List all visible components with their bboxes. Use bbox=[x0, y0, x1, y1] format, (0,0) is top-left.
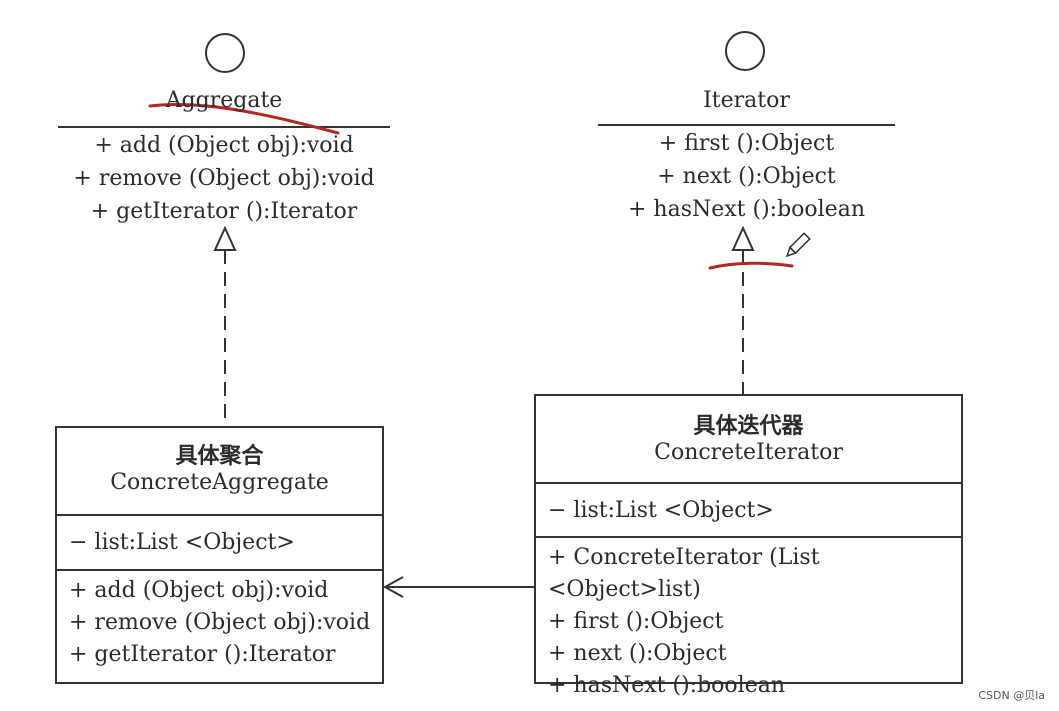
aggregate-interface-circle bbox=[205, 33, 245, 73]
aggregate-interface-name: Aggregate bbox=[165, 88, 283, 113]
concrete-aggregate-header: 具体聚合 ConcreteAggregate bbox=[57, 428, 382, 516]
concrete-iterator-attributes: − list:List <Object> bbox=[536, 484, 961, 538]
aggregate-method: + add (Object obj):void bbox=[94, 133, 354, 158]
concrete-iterator-method: + next ():Object bbox=[548, 641, 727, 666]
concrete-iterator-method: + first ():Object bbox=[548, 609, 724, 634]
aggregate-method: + remove (Object obj):void bbox=[73, 166, 375, 191]
iterator-method: + hasNext ():boolean bbox=[627, 197, 865, 222]
concrete-iterator-class: 具体迭代器 ConcreteIterator − list:List <Obje… bbox=[534, 394, 963, 698]
annotation-stroke bbox=[148, 103, 340, 135]
iterator-method: + first ():Object bbox=[658, 131, 835, 156]
pen-icon bbox=[785, 232, 811, 258]
concrete-iterator-method: + ConcreteIterator (List <Object>list) bbox=[548, 545, 820, 602]
annotation-stroke bbox=[708, 261, 794, 270]
concrete-iterator-header: 具体迭代器 ConcreteIterator bbox=[536, 396, 961, 484]
concrete-aggregate-method: + add (Object obj):void bbox=[69, 578, 329, 603]
concrete-iterator-name-cn: 具体迭代器 bbox=[693, 414, 804, 439]
iterator-interface-methods: + first ():Object + next ():Object + has… bbox=[598, 127, 895, 226]
iterator-realization-arrowhead bbox=[731, 225, 755, 251]
watermark: CSDN @贝la bbox=[978, 689, 1045, 702]
concrete-aggregate-attributes: − list:List <Object> bbox=[57, 516, 382, 571]
concrete-aggregate-method: + getIterator ():Iterator bbox=[69, 642, 336, 667]
concrete-aggregate-name-cn: 具体聚合 bbox=[175, 444, 264, 469]
concrete-aggregate-method: + remove (Object obj):void bbox=[69, 610, 371, 635]
concrete-iterator-attribute: − list:List <Object> bbox=[548, 497, 774, 523]
iterator-interface-circle bbox=[725, 31, 765, 71]
association-arrowhead bbox=[382, 576, 404, 598]
concrete-aggregate-attribute: − list:List <Object> bbox=[69, 530, 295, 555]
concrete-aggregate-methods: + add (Object obj):void + remove (Object… bbox=[57, 571, 382, 671]
aggregate-interface-methods: + add (Object obj):void + remove (Object… bbox=[58, 129, 390, 228]
concrete-aggregate-class: 具体聚合 ConcreteAggregate − list:List <Obje… bbox=[55, 426, 384, 684]
concrete-aggregate-name-en: ConcreteAggregate bbox=[110, 470, 329, 495]
concrete-iterator-name-en: ConcreteIterator bbox=[654, 440, 843, 465]
iterator-method: + next ():Object bbox=[657, 164, 836, 189]
aggregate-method: + getIterator ():Iterator bbox=[90, 199, 358, 224]
concrete-iterator-methods: + ConcreteIterator (List <Object>list) +… bbox=[536, 538, 961, 702]
aggregate-realization-arrowhead bbox=[213, 225, 237, 251]
concrete-iterator-method: + hasNext ():boolean bbox=[548, 673, 786, 698]
iterator-interface-name: Iterator bbox=[703, 88, 790, 113]
